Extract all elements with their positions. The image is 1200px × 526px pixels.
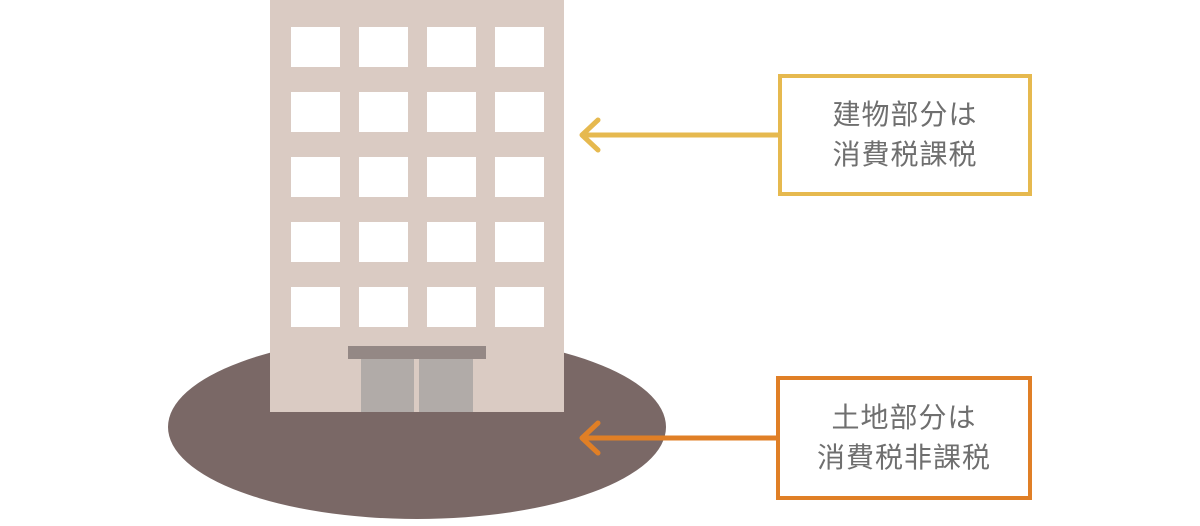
window	[427, 287, 476, 327]
window	[495, 92, 544, 132]
window	[291, 287, 340, 327]
door-left	[361, 359, 414, 412]
window	[291, 27, 340, 67]
land-arrow	[579, 420, 776, 456]
window	[495, 27, 544, 67]
window	[291, 222, 340, 262]
building-tax-label: 建物部分は 消費税課税	[778, 74, 1032, 196]
door-right	[419, 359, 473, 412]
window	[359, 287, 408, 327]
window	[495, 287, 544, 327]
entrance-canopy	[348, 346, 486, 359]
window	[495, 157, 544, 197]
window	[359, 92, 408, 132]
building-label-line2: 消費税課税	[832, 138, 978, 171]
window	[359, 27, 408, 67]
building-windows	[291, 27, 544, 327]
building-label-line1: 建物部分は	[832, 98, 978, 131]
window	[495, 222, 544, 262]
window	[359, 157, 408, 197]
land-label-line1: 土地部分は	[831, 401, 977, 434]
land-tax-label: 土地部分は 消費税非課税	[776, 376, 1032, 500]
building-arrow	[579, 117, 778, 153]
window	[291, 92, 340, 132]
window	[427, 157, 476, 197]
building-body	[270, 0, 564, 412]
window	[427, 222, 476, 262]
land-label-line2: 消費税非課税	[816, 441, 991, 474]
window	[291, 157, 340, 197]
window	[427, 27, 476, 67]
window	[359, 222, 408, 262]
window	[427, 92, 476, 132]
